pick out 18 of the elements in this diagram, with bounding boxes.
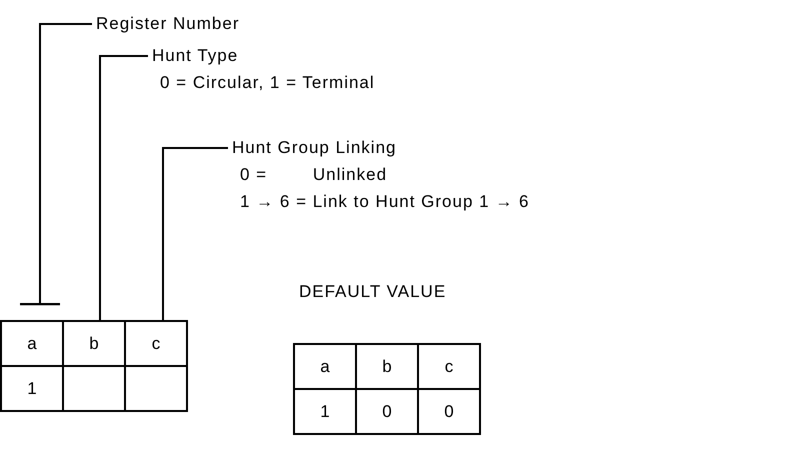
table-header-cell: c xyxy=(417,343,481,390)
field-name: Hunt Type xyxy=(152,46,238,66)
table-header-cell: a xyxy=(0,320,64,367)
table-value: 1 xyxy=(0,365,64,412)
field-values: 0 = Circular, 1 = Terminal xyxy=(160,73,375,93)
leader-line xyxy=(99,55,148,320)
empty-cell xyxy=(124,365,188,412)
leader-line xyxy=(18,23,92,306)
field-values: 1 → 6 = Link to Hunt Group 1 → 6 xyxy=(240,192,530,212)
table-value: 0 xyxy=(417,388,481,435)
table-header-cell: a xyxy=(293,343,357,390)
table-value: 1 xyxy=(293,388,357,435)
leader-line xyxy=(162,147,228,320)
field-values: 0 = Unlinked xyxy=(240,165,388,185)
field-name: Register Number xyxy=(96,14,240,34)
table-title: DEFAULT VALUE xyxy=(299,282,446,302)
field-name: Hunt Group Linking xyxy=(232,138,396,158)
table-header-cell: c xyxy=(124,320,188,367)
